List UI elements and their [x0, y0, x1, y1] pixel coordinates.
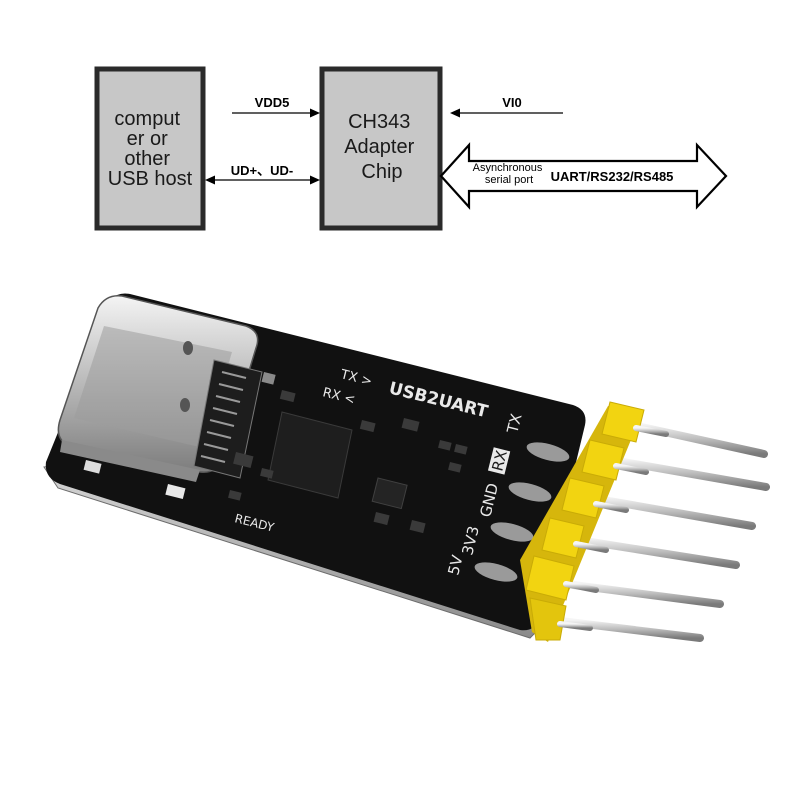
smd-component: [373, 511, 390, 526]
pin-stub: [563, 581, 599, 593]
serial-double-arrow: [439, 142, 728, 210]
pin-stub: [613, 463, 649, 475]
smd-component: [401, 418, 420, 432]
pad: [508, 482, 552, 502]
smd-component: [448, 462, 462, 473]
smd-component: [261, 372, 276, 385]
header-block: [529, 597, 567, 641]
host-box: [94, 66, 206, 231]
usb-c-lip: [60, 440, 200, 482]
pad: [490, 522, 534, 542]
ud-arrowhead-left: [205, 175, 215, 185]
host-line-4: USB host: [108, 168, 193, 190]
ready-led: [165, 484, 186, 500]
header-block: [601, 401, 645, 443]
usb-uart-board: TX > RX < USB2UART READY TX RX GND 3V3 5…: [43, 293, 770, 642]
header-block: [581, 439, 625, 481]
host-box-text: comput er or other USB host: [108, 108, 193, 190]
pin-label-5v: 5V: [444, 553, 466, 577]
led: [83, 460, 102, 474]
smd-component: [260, 468, 274, 479]
pin-stub: [633, 425, 669, 437]
smd-component: [228, 489, 242, 501]
usb-c-opening: [74, 326, 232, 448]
pin-metal: [602, 455, 770, 491]
chip-line-3: Chip: [361, 161, 402, 183]
chip-box-text: CH343 Adapter Chip: [344, 111, 420, 183]
pin-label-tx: TX: [503, 412, 525, 436]
header-block: [541, 517, 585, 559]
host-line-1: comput: [114, 108, 180, 130]
smd-components: [228, 372, 468, 534]
vio-label: VI0: [502, 95, 522, 110]
pin-stubs: [557, 425, 669, 631]
header-block: [525, 555, 575, 601]
pin-stub: [573, 541, 609, 553]
pin-label-rx-box: [487, 447, 511, 475]
smd-component: [409, 519, 426, 534]
host-line-3: other: [124, 148, 170, 170]
pin-metal: [582, 493, 756, 530]
pad: [474, 562, 518, 582]
smd-component: [279, 390, 296, 403]
pad: [526, 442, 570, 462]
pin-metal: [562, 534, 740, 569]
pin-stub: [557, 621, 593, 631]
vio-arrowhead: [450, 108, 460, 118]
smd-component: [371, 477, 408, 510]
ud-arrowhead-right: [310, 175, 320, 185]
smd-component: [438, 439, 452, 451]
connector-pin-lines: [200, 371, 247, 463]
edge-pads: [474, 442, 570, 582]
header-block: [561, 477, 605, 519]
host-line-2: er or: [127, 128, 168, 150]
smd-component: [454, 443, 468, 455]
async-line-1: Asynchronous: [473, 162, 543, 174]
chip-line-1: CH343: [348, 111, 410, 133]
connector-pins: [193, 359, 263, 479]
usb-c-hole: [183, 341, 193, 355]
block-diagram: comput er or other USB host CH343 Adapte…: [94, 66, 728, 231]
async-label: Asynchronous serial port: [473, 162, 546, 186]
async-line-2: serial port: [485, 174, 533, 186]
chip-box: [319, 66, 443, 231]
pin-header: [520, 401, 645, 642]
ud-label: UD+、UD-: [231, 163, 293, 178]
pin-stub: [593, 501, 629, 513]
smd-component: [233, 451, 254, 468]
chip-line-2: Adapter: [344, 136, 414, 158]
usb-c-hole: [180, 398, 190, 412]
serial-label: UART/RS232/RS485: [551, 169, 674, 184]
ch343-chip: [267, 411, 353, 499]
vdd5-arrowhead: [310, 108, 320, 118]
pin-label-rx: RX: [488, 449, 510, 473]
pin-metal: [548, 616, 704, 642]
vdd5-label: VDD5: [255, 95, 290, 110]
smd-component: [359, 420, 376, 433]
